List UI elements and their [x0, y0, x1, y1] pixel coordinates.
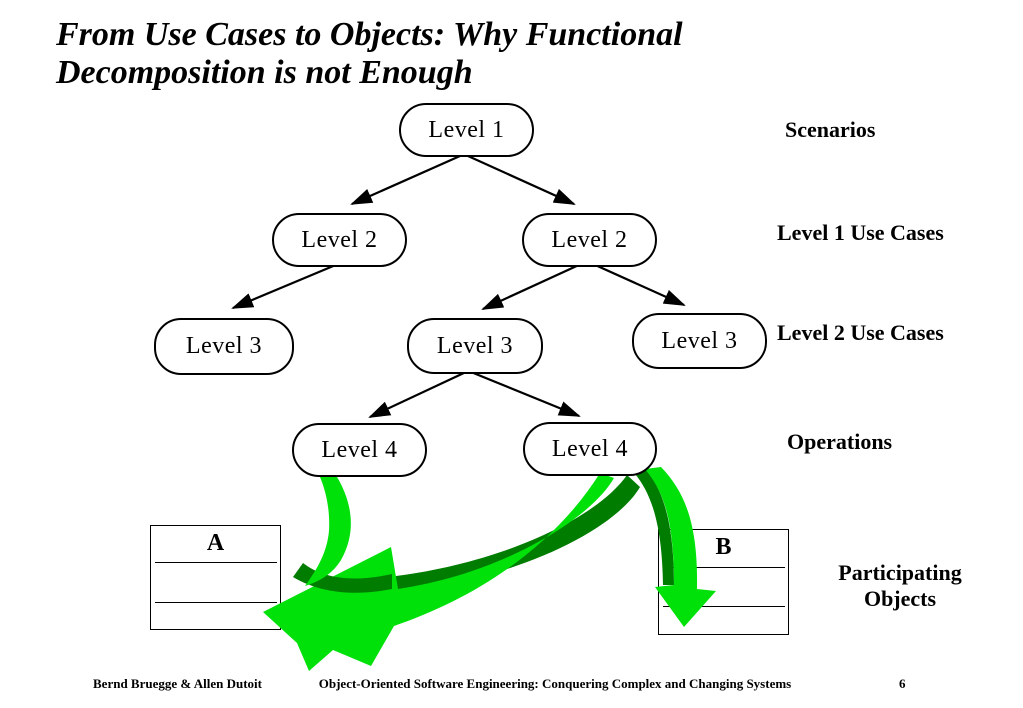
object-box-a: A — [150, 525, 281, 630]
edge-level1-to-level2-right — [467, 154, 576, 206]
green-arrow-crescent — [305, 477, 351, 586]
tree-node-level3-right-label: Level 3 — [661, 327, 738, 354]
tree-node-level3-left: Level 3 — [154, 318, 294, 375]
tree-node-level3-right: Level 3 — [632, 313, 767, 369]
tree-node-level1-label: Level 1 — [428, 116, 505, 143]
edge-level3middle-to-level4left — [368, 371, 467, 418]
tree-node-level3-middle-label: Level 3 — [436, 332, 514, 359]
tree-node-level4-right: Level 4 — [523, 422, 657, 476]
tree-node-level4-right-label: Level 4 — [551, 435, 629, 462]
row-label-participating-objects: Participating Objects — [815, 560, 985, 612]
tree-node-level3-left-label: Level 3 — [185, 333, 263, 359]
row-label-level2-use-cases: Level 2 Use Cases — [777, 320, 944, 345]
tree-node-level2-left: Level 2 — [272, 213, 407, 267]
row-label-objects: Objects — [863, 586, 937, 611]
edge-level3middle-to-level4right — [470, 370, 581, 418]
tree-node-level2-right-label: Level 2 — [551, 226, 628, 253]
tree-node-level3-middle: Level 3 — [407, 318, 543, 374]
slide-title: From Use Cases to Objects: Why Functiona… — [56, 16, 786, 92]
edge-level1-to-level2-left — [350, 154, 461, 206]
object-box-b-divider-2 — [663, 606, 785, 607]
tree-node-level2-left-label: Level 2 — [301, 226, 378, 253]
edge-level2right-to-level3middle — [481, 263, 582, 310]
slide-title-line1: From Use Cases to Objects: Why Functiona… — [56, 16, 683, 53]
object-box-a-divider-2 — [155, 602, 277, 603]
row-label-level1-use-cases: Level 1 Use Cases — [777, 220, 944, 245]
tree-node-level2-right: Level 2 — [522, 213, 657, 267]
edge-level2right-to-level3right — [592, 262, 686, 307]
tree-node-level1: Level 1 — [399, 103, 534, 157]
tree-node-level4-left: Level 4 — [292, 423, 427, 477]
green-arrow-fold-shadow — [293, 563, 392, 593]
object-box-a-name: A — [206, 530, 225, 556]
row-label-scenarios: Scenarios — [785, 117, 876, 142]
object-box-b: B — [658, 529, 789, 635]
row-label-participating: Participating — [838, 560, 962, 585]
object-box-a-divider-1 — [155, 562, 277, 563]
green-arrow-a-shadow — [396, 475, 640, 592]
footer-course-title: Object-Oriented Software Engineering: Co… — [318, 676, 792, 691]
slide-title-line2: Decomposition is not Enough — [56, 54, 473, 91]
object-box-b-name: B — [715, 534, 732, 560]
green-arrow-a-body — [263, 473, 614, 671]
object-box-b-divider-1 — [663, 567, 785, 568]
row-label-operations: Operations — [787, 429, 893, 454]
edge-level2left-to-level3left — [231, 262, 339, 310]
footer-page-number: 6 — [899, 676, 906, 691]
tree-node-level4-left-label: Level 4 — [321, 436, 398, 463]
footer-authors: Bernd Bruegge & Allen Dutoit — [93, 676, 262, 691]
